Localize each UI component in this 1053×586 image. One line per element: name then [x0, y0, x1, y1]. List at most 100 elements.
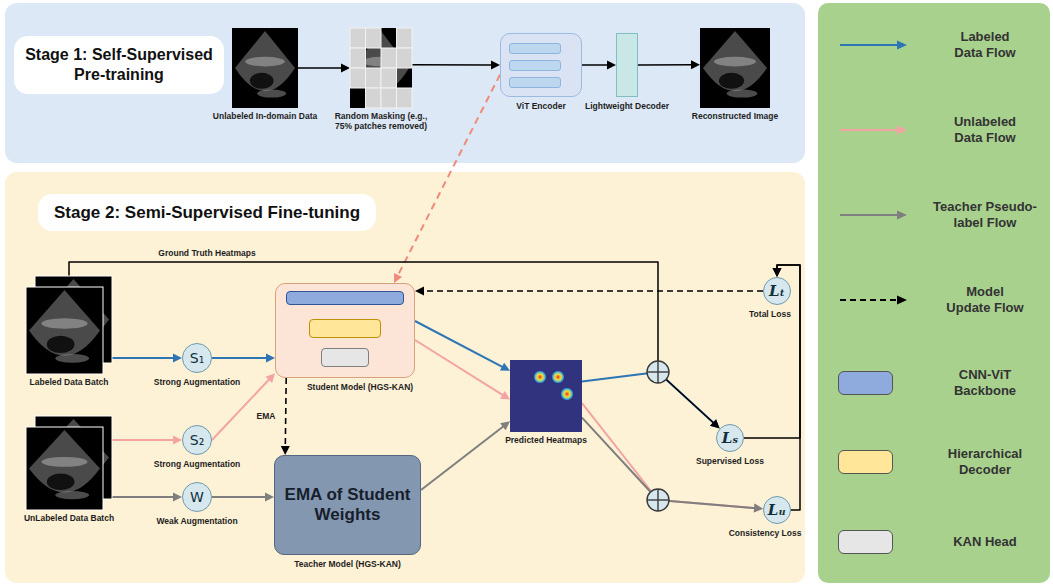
caption-box: UnLabeled Data Batch: [24, 513, 114, 523]
image-ground: [350, 28, 412, 108]
stage-panel-ground: [5, 3, 805, 163]
caption-box: Supervised Loss: [696, 456, 764, 466]
caption-box: ViT Encoder: [516, 101, 565, 111]
legend-arrow-head: [897, 211, 907, 220]
encoder-layer: [509, 43, 561, 54]
legend-line: [840, 299, 898, 301]
caption-box: Strong Augmentation: [154, 459, 241, 469]
connector-line: [415, 340, 504, 396]
mask-patch: [397, 48, 413, 68]
caption-box: Reconstructed Image: [692, 111, 778, 121]
tissue: [47, 336, 75, 353]
connector-line: [582, 64, 609, 66]
arrow-head: [773, 268, 782, 277]
connector: [415, 340, 510, 400]
connector: [415, 321, 510, 371]
legend-line: [840, 214, 898, 216]
connector-line: [582, 372, 715, 424]
tissue: [41, 318, 87, 328]
connector: [638, 60, 700, 69]
legend-line: [840, 129, 898, 131]
edge-label: EMA: [254, 410, 279, 422]
legend-text: Teacher Pseudo-label Flow: [930, 199, 1040, 232]
arrow-head: [500, 421, 510, 430]
scan-fan: [703, 31, 767, 91]
image-ground: [26, 427, 103, 510]
augmentation-circle: WWeak Augmentation: [182, 482, 212, 512]
tissue: [245, 57, 285, 67]
masked-image: Random Masking (e.g., 75% patches remove…: [350, 28, 412, 108]
picture: [26, 416, 112, 510]
stage-heading-box: Stage 2: Semi-Supervised Fine-tuning: [38, 194, 376, 231]
arrow-head: [691, 60, 700, 69]
image-ground: [700, 28, 770, 108]
connector: [212, 354, 275, 363]
picture: [510, 360, 582, 432]
caption-box: Labeled Data Batch: [30, 377, 109, 387]
connector-line: [112, 439, 175, 441]
loss-circle: LₜTotal Loss: [763, 277, 791, 305]
caption-box: Teacher Model (HGS-KAN): [294, 559, 401, 569]
legend-entry: Hierarchical Decoder: [935, 446, 1035, 479]
tissue: [719, 73, 744, 89]
caption: Labeled Data Batch: [30, 377, 109, 387]
augmentation-circle: S₁Strong Augmentation: [182, 343, 212, 373]
caption-box: Lightweight Decoder: [585, 101, 669, 111]
connector-line: [112, 357, 175, 359]
tissue: [250, 73, 274, 89]
legend-text: CNN-ViT Backbone: [930, 367, 1040, 400]
sum-circle: [647, 489, 669, 511]
model-box: EMA of Student WeightsTeacher Model (HGS…: [274, 455, 421, 555]
connector-line: [212, 496, 267, 498]
connector-line: [298, 67, 343, 69]
arrow-head: [754, 504, 763, 513]
arrow-head: [173, 435, 182, 444]
caption: Supervised Loss: [696, 456, 764, 466]
connector: [421, 421, 510, 490]
picture: [350, 28, 412, 108]
connector-line: [422, 290, 763, 292]
mask-patch: [350, 28, 366, 48]
arrow-head: [754, 504, 763, 513]
mask-patch: [366, 28, 382, 48]
symbol: Lₛ: [722, 429, 738, 447]
heat-spot: [561, 388, 574, 401]
legend-text: Unlabeled Data Flow: [940, 114, 1030, 147]
heat-spot: [552, 371, 565, 384]
model-box: Student Model (HGS-KAN): [275, 283, 415, 378]
connector: [412, 60, 500, 69]
arrow-head: [415, 286, 424, 295]
symbol: S₁: [190, 350, 205, 366]
head-bar: [321, 348, 369, 367]
connector-line: [284, 378, 287, 448]
arrow-head: [341, 64, 350, 73]
connector-line: [412, 64, 493, 66]
stage-title: Stage 2: Semi-Supervised Fine-tuning: [54, 202, 360, 223]
decoder-block: Lightweight Decoder: [616, 33, 638, 97]
caption: Student Model (HGS-KAN): [307, 382, 413, 392]
caption: UnLabeled Data Batch: [24, 513, 114, 523]
caption: Random Masking (e.g., 75% patches remove…: [331, 111, 431, 131]
caption: Lightweight Decoder: [585, 101, 669, 111]
arrow-head: [173, 354, 182, 363]
connector: [582, 403, 763, 512]
symbol: Lₜ: [769, 282, 785, 300]
connector-line: [69, 262, 715, 424]
caption-box: Unlabeled In-domain Data: [213, 111, 317, 121]
caption: Strong Augmentation: [154, 459, 241, 469]
edge-label: Ground Truth Heatmaps: [155, 247, 258, 259]
tissue: [257, 90, 286, 98]
tissue: [55, 354, 89, 363]
legend-arrow-head: [897, 296, 907, 305]
connector-line: [582, 403, 756, 508]
tissue: [714, 57, 756, 67]
legend-swatch: [838, 530, 893, 554]
encoder-layer: [509, 77, 561, 88]
caption: Strong Augmentation: [154, 377, 241, 387]
legend-text: KAN Head: [935, 534, 1035, 550]
caption: Consistency Loss: [729, 528, 802, 538]
legend-arrow-head: [897, 126, 907, 135]
scan-fan: [235, 31, 295, 91]
caption-box: Random Masking (e.g., 75% patches remove…: [331, 111, 431, 131]
